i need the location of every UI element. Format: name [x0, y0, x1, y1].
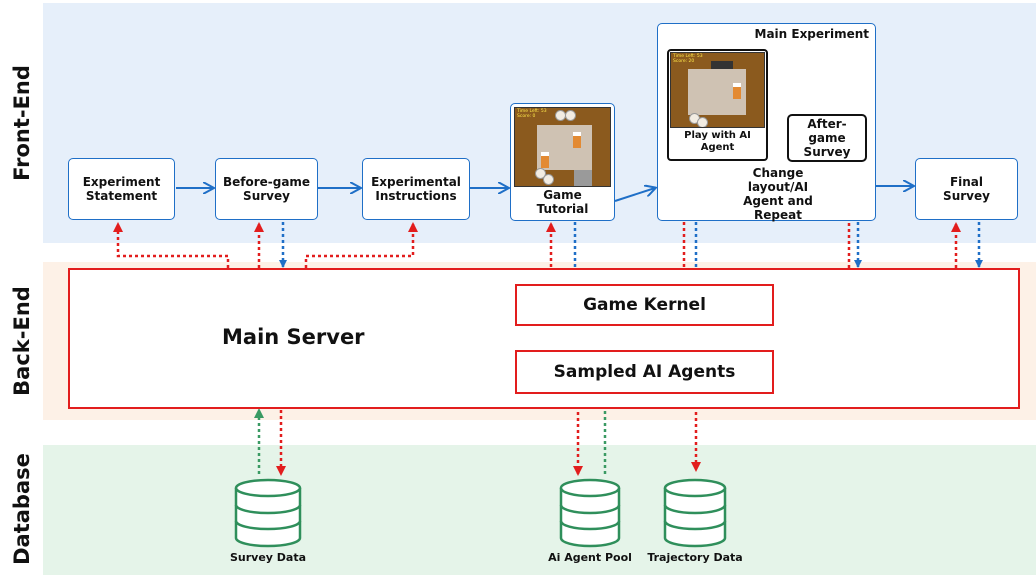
loop-label: Change layout/AI Agent and Repeat	[743, 166, 813, 222]
tutorial-hud-text: Time Left: 53 Score: 0	[517, 109, 547, 119]
main-hud-text: Time Left: 53 Score: 20	[673, 54, 703, 64]
after-game-survey-label: After-game Survey	[803, 117, 851, 159]
after-game-survey-box: After-game Survey	[787, 114, 867, 162]
experiment-statement-box: Experiment Statement	[68, 158, 175, 220]
game-tutorial-label: Game Tutorial	[536, 188, 589, 216]
ai-agent-pool-label: Ai Agent Pool	[548, 551, 632, 564]
final-survey-label: Final Survey	[943, 175, 990, 203]
database-cylinders	[234, 478, 727, 548]
ai-agent-pool-cylinder-icon	[559, 478, 621, 548]
database-band	[43, 445, 1036, 575]
game-kernel-box: Game Kernel	[515, 284, 774, 326]
experimental-instructions-box: Experimental Instructions	[362, 158, 470, 220]
trajectory-data-cylinder-icon	[663, 478, 727, 548]
experimental-instructions-label: Experimental Instructions	[371, 175, 461, 203]
sampled-ai-agents-box: Sampled AI Agents	[515, 350, 774, 394]
game-kernel-label: Game Kernel	[583, 295, 706, 315]
main-experiment-screenshot: Time Left: 53 Score: 20	[670, 52, 765, 128]
final-survey-box: Final Survey	[915, 158, 1018, 220]
experiment-statement-label: Experiment Statement	[82, 175, 161, 203]
main-server-label: Main Server	[222, 324, 365, 349]
game-tutorial-screenshot: Time Left: 53 Score: 0	[514, 107, 611, 187]
before-game-survey-box: Before-game Survey	[215, 158, 318, 220]
before-game-survey-label: Before-game Survey	[222, 175, 311, 203]
survey-data-cylinder-icon	[234, 478, 302, 548]
sampled-ai-agents-label: Sampled AI Agents	[553, 362, 736, 382]
main-experiment-title: Main Experiment	[754, 27, 870, 41]
trajectory-data-label: Trajectory Data	[647, 551, 743, 564]
play-with-ai-agent-label: Play with AI Agent	[684, 130, 751, 153]
survey-data-label: Survey Data	[229, 551, 307, 564]
